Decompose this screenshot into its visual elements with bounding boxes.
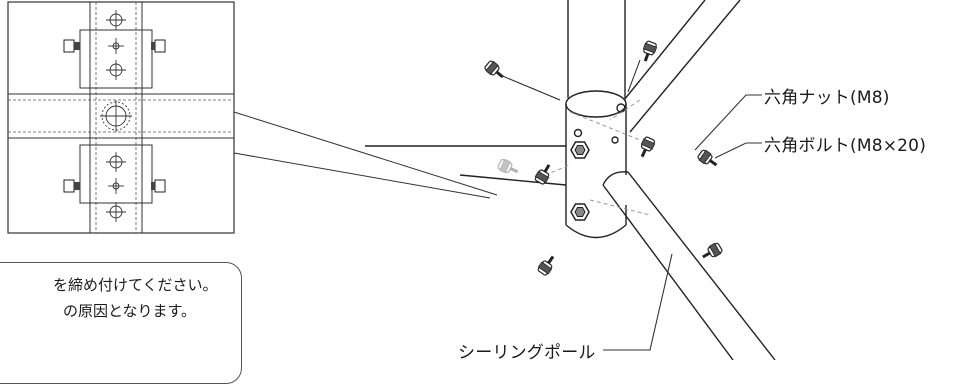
note-line-1: を締め付けてください。: [53, 276, 218, 294]
main-assembly: [365, 0, 776, 360]
bolt-icon: [482, 38, 725, 278]
detail-inset: [7, 1, 235, 234]
label-hex-bolt: 六角ボルト(M8×20): [764, 136, 927, 156]
label-hex-nut: 六角ナット(M8): [764, 88, 890, 108]
note-box: を締め付けてください。 の原因となります。: [0, 262, 242, 384]
note-line-2: の原因となります。: [63, 302, 197, 320]
assembly-diagram: [7, 0, 776, 360]
bolt-icon: [63, 39, 166, 193]
label-ceiling-pole: シーリングポール: [458, 343, 596, 363]
